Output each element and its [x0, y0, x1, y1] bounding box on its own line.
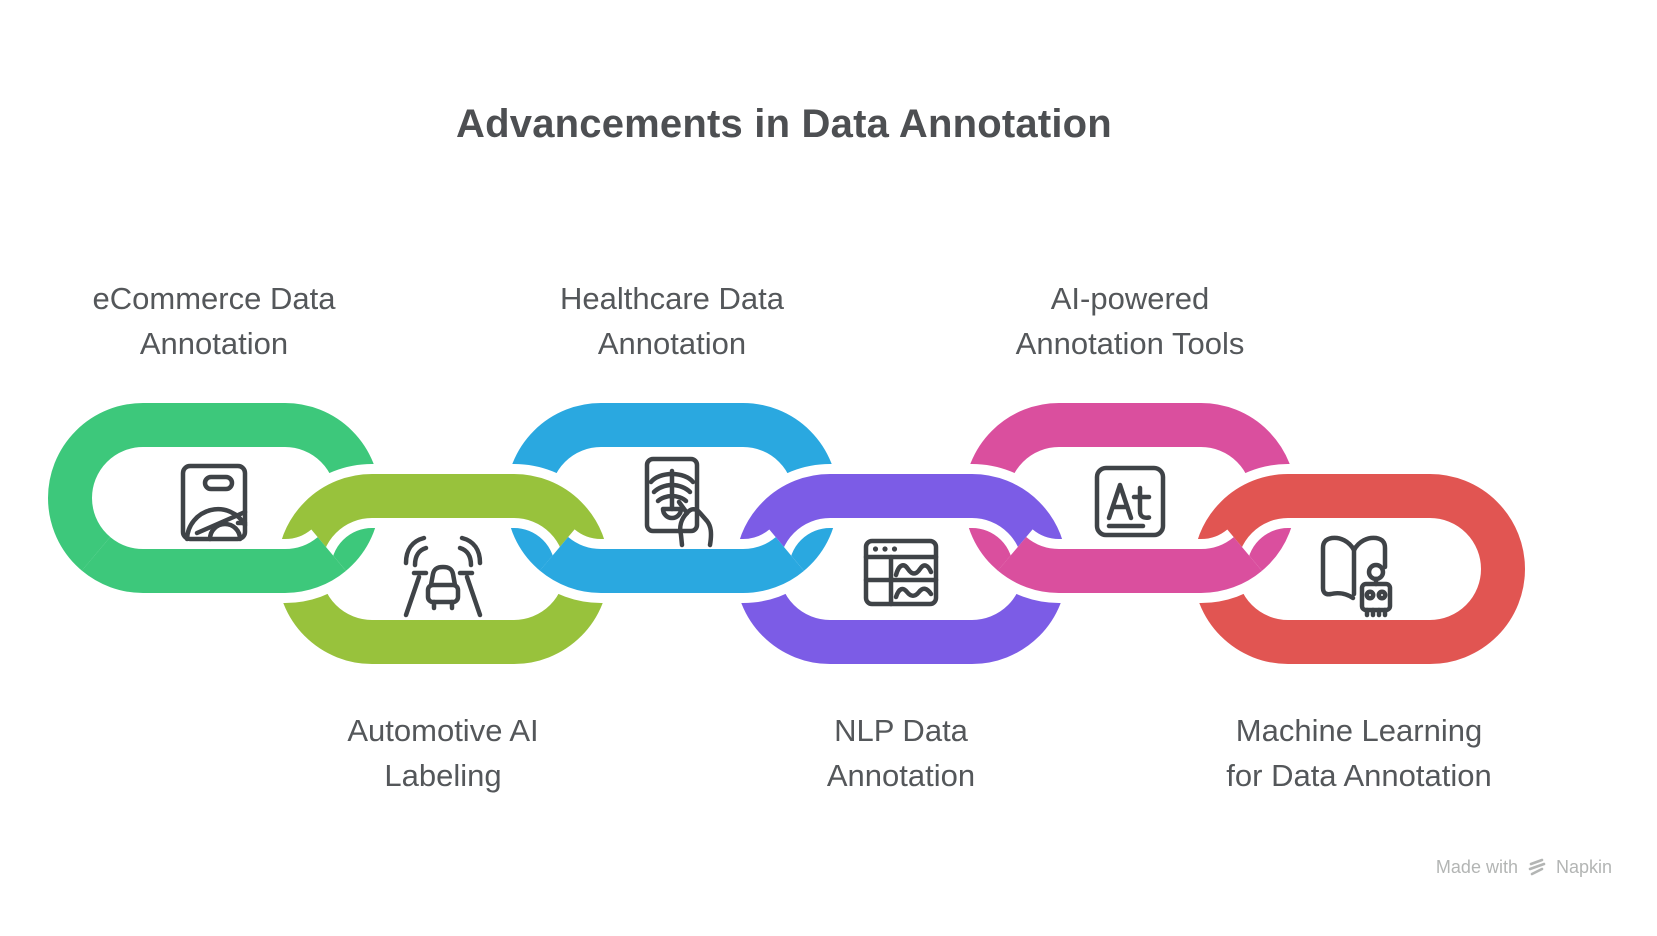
- xray-scan-icon: [622, 452, 722, 552]
- label-nlp-data-annotation: NLP Data Annotation: [661, 708, 1141, 798]
- car-sensors-icon: [393, 522, 493, 622]
- label-line: Machine Learning: [1235, 713, 1483, 748]
- label-line: Annotation Tools: [1015, 326, 1245, 361]
- label-line: Healthcare Data: [559, 281, 784, 316]
- label-line: for Data Annotation: [1226, 758, 1492, 793]
- page-title: Advancements in Data Annotation: [456, 102, 1112, 146]
- label-line: Annotation: [826, 758, 976, 793]
- text-window-icon: [851, 522, 951, 622]
- label-line: eCommerce Data: [92, 281, 336, 316]
- label-line: Annotation: [597, 326, 747, 361]
- label-ecommerce-data-annotation: eCommerce Data Annotation: [0, 276, 454, 366]
- label-line: Annotation: [139, 326, 289, 361]
- label-ai-powered-annotation-tools: AI-powered Annotation Tools: [890, 276, 1370, 366]
- shopping-bag-icon: [164, 452, 264, 552]
- label-automotive-ai-labeling: Automotive AI Labeling: [203, 708, 683, 798]
- label-line: Labeling: [384, 758, 502, 793]
- chain-overpass-ai-tools: [954, 393, 1306, 603]
- label-line: AI-powered: [1050, 281, 1210, 316]
- chain-overpass-ecommerce: [38, 393, 390, 603]
- label-line: Automotive AI: [347, 713, 539, 748]
- watermark-brand-text: Napkin: [1555, 856, 1612, 877]
- watermark-made-with-text: Made with: [1435, 856, 1518, 877]
- label-line: NLP Data: [834, 713, 968, 748]
- chain-overpass-healthcare: [496, 393, 848, 603]
- watermark: Made with Napkin: [1436, 856, 1612, 878]
- annotation-at-icon: [1080, 452, 1180, 552]
- book-robot-icon: [1309, 522, 1409, 622]
- label-healthcare-data-annotation: Healthcare Data Annotation: [432, 276, 912, 366]
- label-machine-learning-for-data-annotation: Machine Learning for Data Annotation: [1119, 708, 1599, 798]
- napkin-logo-icon: [1528, 858, 1546, 876]
